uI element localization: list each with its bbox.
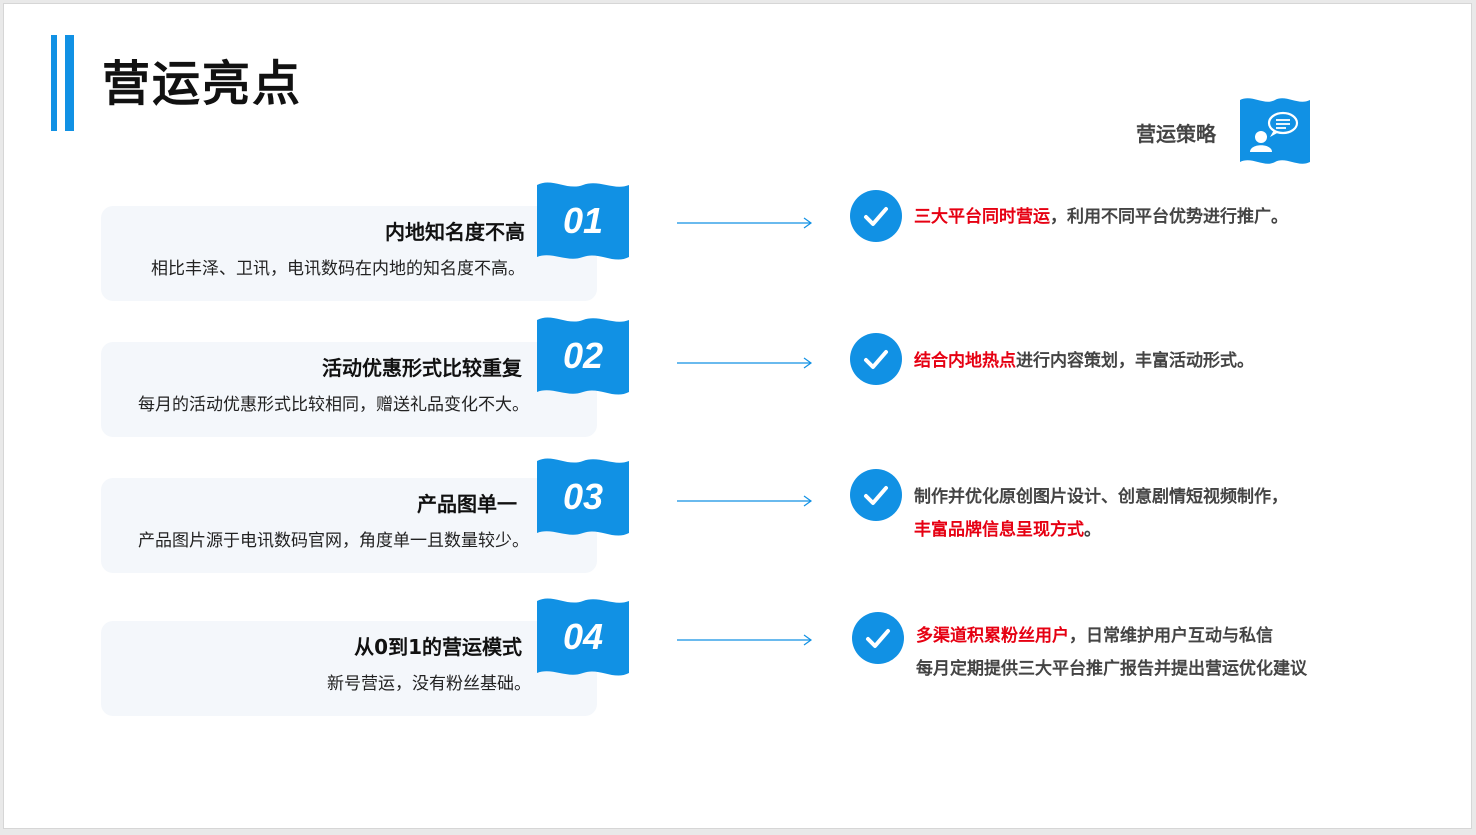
strategy-line2-3: 丰富品牌信息呈现方式。 — [914, 514, 1288, 547]
problem-desc-2: 每月的活动优惠形式比较相同，赠送礼品变化不大。 — [138, 395, 529, 415]
problem-title-1: 内地知名度不高 — [385, 220, 525, 244]
strategy-line2-4: 每月定期提供三大平台推广报告并提出营运优化建议 — [916, 659, 1307, 679]
strategy-text-3: 制作并优化原创图片设计、创意剧情短视频制作， 丰富品牌信息呈现方式。 — [914, 481, 1288, 547]
problem-card-2: 活动优惠形式比较重复 每月的活动优惠形式比较相同，赠送礼品变化不大。 — [101, 342, 597, 437]
problem-card-4: 从0到1的营运模式 新号营运，没有粉丝基础。 — [101, 621, 597, 716]
check-icon-3 — [850, 469, 902, 521]
strategy-line1-4: 多渠道积累粉丝用户，日常维护用户互动与私信 — [916, 620, 1307, 653]
problem-desc-4: 新号营运，没有粉丝基础。 — [327, 674, 531, 694]
title-accent-bar-thick — [65, 35, 74, 131]
number-label-1: 01 — [563, 200, 603, 241]
user-chat-icon — [1240, 96, 1310, 166]
problem-card-1: 内地知名度不高 相比丰泽、卫讯，电讯数码在内地的知名度不高。 — [101, 206, 597, 301]
strategy-highlight-1: 三大平台同时营运 — [914, 207, 1050, 227]
strategy-highlight-3: 丰富品牌信息呈现方式 — [914, 520, 1084, 540]
number-label-2: 02 — [563, 335, 603, 376]
check-icon-4 — [852, 612, 904, 664]
strategy-rest-3: 。 — [1084, 520, 1101, 540]
number-badge-1: 01 — [537, 182, 629, 260]
strategy-highlight-2: 结合内地热点 — [914, 351, 1016, 371]
arrow-2 — [677, 357, 813, 369]
check-icon-2 — [850, 333, 902, 385]
arrow-1 — [677, 217, 813, 229]
problem-desc-1: 相比丰泽、卫讯，电讯数码在内地的知名度不高。 — [151, 259, 525, 279]
row-4: 从0到1的营运模式 新号营运，没有粉丝基础。 04 多渠道积累粉丝用户，日常维护… — [4, 593, 1471, 723]
number-badge-4: 04 — [537, 598, 629, 676]
title-accent-bar — [51, 35, 57, 131]
check-icon-1 — [850, 190, 902, 242]
row-3: 产品图单一 产品图片源于电讯数码官网，角度单一且数量较少。 03 制作并优化原创… — [4, 453, 1471, 583]
problem-title-3: 产品图单一 — [417, 492, 517, 516]
number-badge-2: 02 — [537, 317, 629, 395]
problem-card-3: 产品图单一 产品图片源于电讯数码官网，角度单一且数量较少。 — [101, 478, 597, 573]
problem-desc-3: 产品图片源于电讯数码官网，角度单一且数量较少。 — [138, 531, 529, 551]
strategy-text-1: 三大平台同时营运，利用不同平台优势进行推广。 — [914, 201, 1288, 234]
number-badge-3: 03 — [537, 458, 629, 536]
number-label-4: 04 — [563, 616, 603, 657]
strategy-rest-4: ，日常维护用户互动与私信 — [1069, 626, 1273, 646]
row-1: 内地知名度不高 相比丰泽、卫讯，电讯数码在内地的知名度不高。 01 三大平台同时… — [4, 179, 1471, 309]
problem-title-2: 活动优惠形式比较重复 — [322, 356, 522, 380]
row-2: 活动优惠形式比较重复 每月的活动优惠形式比较相同，赠送礼品变化不大。 02 结合… — [4, 314, 1471, 444]
page-title: 营运亮点 — [102, 56, 303, 112]
strategy-text-4: 多渠道积累粉丝用户，日常维护用户互动与私信 每月定期提供三大平台推广报告并提出营… — [916, 620, 1307, 686]
arrow-4 — [677, 634, 813, 646]
strategy-rest-2: 进行内容策划，丰富活动形式。 — [1016, 351, 1254, 371]
arrow-3 — [677, 495, 813, 507]
strategy-line1-3: 制作并优化原创图片设计、创意剧情短视频制作， — [914, 487, 1288, 507]
number-label-3: 03 — [563, 476, 603, 517]
strategy-text-2: 结合内地热点进行内容策划，丰富活动形式。 — [914, 345, 1254, 378]
strategy-highlight-4: 多渠道积累粉丝用户 — [916, 626, 1069, 646]
problem-title-4: 从0到1的营运模式 — [354, 635, 522, 659]
strategy-rest-1: ，利用不同平台优势进行推广。 — [1050, 207, 1288, 227]
strategy-header-label: 营运策略 — [1136, 122, 1216, 146]
slide: 营运亮点 营运策略 内地知名度不高 相比丰泽、卫讯，电讯数码在内地的知名度不高。… — [3, 3, 1472, 829]
